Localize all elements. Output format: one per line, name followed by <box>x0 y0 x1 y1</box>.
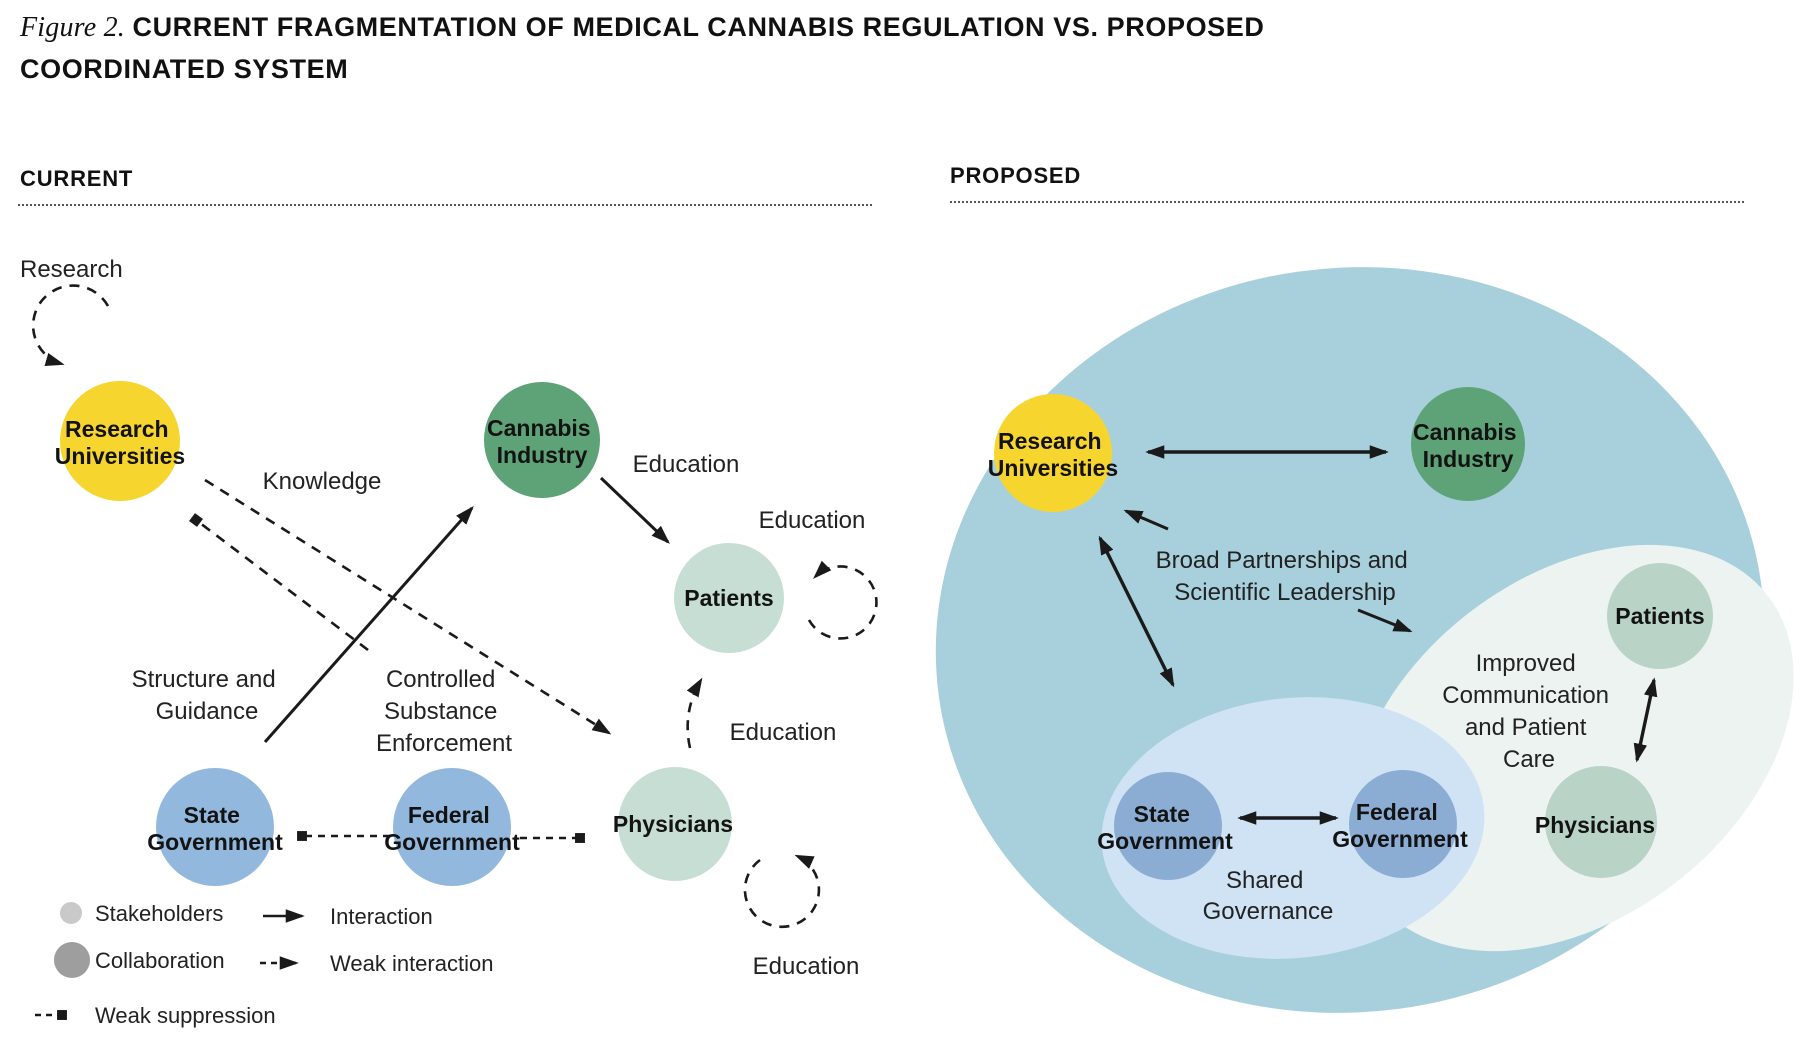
node-label-federal-government-current: Federal Government <box>384 802 520 855</box>
node-cannabis-industry-current <box>484 382 600 498</box>
node-label-cannabis-industry-proposed: Cannabis Industry <box>1413 419 1523 472</box>
collaboration-swatch-icon <box>54 942 90 978</box>
label-shared-governance: Shared Governance <box>1203 867 1334 925</box>
node-physicians-proposed <box>1545 766 1657 878</box>
arrow-patients-self-loop <box>807 560 878 640</box>
node-state-government-proposed <box>1114 772 1222 880</box>
label-knowledge: Knowledge <box>263 468 382 495</box>
arrow-patients-physicians-proposed <box>1633 677 1658 763</box>
node-label-physicians-current: Physicians <box>613 811 733 837</box>
figure-title-line2: COORDINATED SYSTEM <box>20 54 349 85</box>
figure-title: Figure 2. CURRENT FRAGMENTATION OF MEDIC… <box>20 6 1350 91</box>
arrow-education-industry-patients <box>599 476 670 544</box>
node-label-federal-government-proposed: Federal Government <box>1332 799 1468 852</box>
label-controlled-substance-enforcement: Controlled Substance Enforcement <box>376 666 512 757</box>
arrow-research-self-loop <box>31 284 110 366</box>
legend-label-weak-interaction: Weak interaction <box>330 951 493 976</box>
node-physicians-current <box>618 767 732 881</box>
label-structure-guidance: Structure and Guidance <box>132 666 283 725</box>
node-cannabis-industry-proposed <box>1411 387 1525 501</box>
current-panel-header: CURRENT <box>20 166 134 191</box>
node-federal-government-proposed <box>1349 770 1457 878</box>
node-label-physicians-proposed: Physicians <box>1535 812 1655 838</box>
current-panel: Research Research Universiti <box>20 256 878 980</box>
legend-label-interaction: Interaction <box>330 904 433 929</box>
arrow-structure-guidance <box>263 505 474 743</box>
node-patients-current <box>674 543 784 653</box>
node-label-research-universities-current: Research Universities <box>55 416 185 469</box>
label-education-physicians: Education <box>730 719 837 746</box>
node-label-state-government-current: State Government <box>147 802 283 855</box>
current-header-rule <box>18 204 872 206</box>
node-state-government-current <box>156 768 274 886</box>
node-research-universities-proposed <box>994 394 1112 512</box>
label-research-loop: Research <box>20 256 123 283</box>
node-federal-government-current <box>393 768 511 886</box>
arrow-universities-governance <box>1098 535 1175 688</box>
node-label-cannabis-industry-current: Cannabis Industry <box>487 415 597 468</box>
label-broad-partnerships: Broad Partnerships and Scientific Leader… <box>1156 547 1415 606</box>
node-label-research-universities-proposed: Research Universities <box>988 428 1118 481</box>
proposed-panel-header: PROPOSED <box>950 163 1082 188</box>
node-research-universities-current <box>60 381 180 501</box>
figure-label: Figure 2. <box>20 12 125 43</box>
legend-label-collaboration: Collaboration <box>95 948 225 973</box>
node-label-patients-proposed: Patients <box>1615 603 1704 629</box>
label-improved-communication: Improved Communication and Patient Care <box>1442 650 1615 773</box>
arrow-partnerships-to-universities <box>1123 509 1169 531</box>
node-label-state-government-proposed: State Government <box>1097 801 1233 854</box>
arrow-physicians-self-loop <box>743 854 821 929</box>
legend: Stakeholders Collaboration Interaction W… <box>35 901 493 1028</box>
node-patients-proposed <box>1607 563 1713 669</box>
arrow-controlled-substance-suppression <box>189 513 369 652</box>
label-education-industry: Education <box>633 451 740 478</box>
node-label-patients-current: Patients <box>684 585 773 611</box>
proposed-panel: Research Universities Cannabis Industry … <box>935 267 1794 1013</box>
label-education-patients-loop: Education <box>759 507 866 534</box>
label-education-physicians-loop: Education <box>753 953 860 980</box>
arrow-partnerships-to-patient-care <box>1357 608 1413 633</box>
legend-label-stakeholders: Stakeholders <box>95 901 223 926</box>
arrow-knowledge-weak-interaction <box>204 478 612 735</box>
proposed-header-rule <box>950 201 1744 203</box>
arrow-education-physicians-patients <box>686 677 703 749</box>
stakeholders-swatch-icon <box>60 902 82 924</box>
legend-label-weak-suppression: Weak suppression <box>95 1003 276 1028</box>
proposed-shared-governance-ellipse <box>1101 697 1485 959</box>
figure-title-line1: CURRENT FRAGMENTATION OF MEDICAL CANNABI… <box>132 12 1265 42</box>
